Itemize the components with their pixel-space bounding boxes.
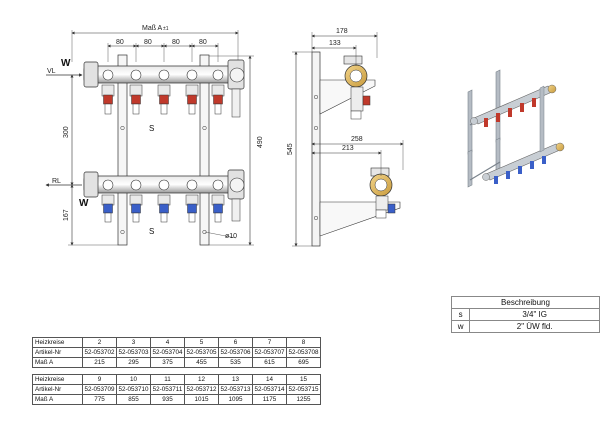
supply-manifold — [83, 59, 245, 118]
s-label-bottom: S — [149, 227, 154, 236]
table-cell: 52-053704 — [150, 347, 185, 358]
dim-545: 545 — [287, 143, 294, 155]
dim-300: 300 — [63, 126, 70, 138]
spacing-3: 80 — [172, 39, 180, 46]
table-cell: 12 — [184, 374, 219, 385]
table-cell: 695 — [286, 357, 321, 368]
row-header: Maß A — [32, 394, 83, 405]
table-cell: 935 — [150, 394, 185, 405]
dim-167: 167 — [63, 209, 70, 221]
legend-value: 3/4" IG — [469, 308, 600, 321]
table-cell: 52-053712 — [184, 384, 219, 395]
table-cell: 52-053713 — [218, 384, 253, 395]
table-cell: 295 — [116, 357, 151, 368]
side-upper-manifold — [343, 55, 371, 120]
dim-490: 490 — [257, 136, 264, 148]
table-cell: 375 — [150, 357, 185, 368]
table-cell: 4 — [150, 337, 185, 348]
table-cell: 8 — [286, 337, 321, 348]
table-cell: 1175 — [252, 394, 287, 405]
legend-key: w — [450, 320, 471, 333]
side-wall-rail — [311, 51, 321, 247]
table-cell: 10 — [116, 374, 151, 385]
dim-213: 213 — [342, 145, 354, 152]
legend-key: s — [450, 308, 471, 321]
table-row: Heizkreise 2 3 4 5 6 7 8 — [32, 337, 321, 348]
table-cell: 14 — [252, 374, 287, 385]
table-cell: 455 — [184, 357, 219, 368]
spec-table-1: Heizkreise 2 3 4 5 6 7 8 Artikel-Nr 52-0… — [32, 337, 321, 368]
front-view: Maß A ±1 80 80 80 80 — [45, 25, 264, 246]
spacing-4: 80 — [199, 39, 207, 46]
table-cell: 3 — [116, 337, 151, 348]
spacing-dims: 80 80 80 80 — [107, 39, 219, 62]
table-cell: 52-053705 — [184, 347, 219, 358]
table-row: Maß A 775 855 935 1015 1095 1175 1255 — [32, 394, 321, 405]
legend-table: Beschreibung s 3/4" IG w 2" ÜW fld. — [450, 296, 600, 333]
table-cell: 7 — [252, 337, 287, 348]
table-cell: 615 — [252, 357, 287, 368]
table-cell: 215 — [82, 357, 117, 368]
table-cell: 1255 — [286, 394, 321, 405]
table-cell: 52-053711 — [150, 384, 185, 395]
table-cell: 52-053710 — [116, 384, 151, 395]
dim-133: 133 — [329, 40, 341, 47]
table-cell: 1095 — [218, 394, 253, 405]
right-rail — [199, 54, 210, 246]
table-row: Artikel-Nr 52-053702 52-053703 52-053704… — [32, 347, 321, 358]
table-cell: 9 — [82, 374, 117, 385]
legend-value: 2" ÜW fld. — [469, 320, 600, 333]
table-cell: 13 — [218, 374, 253, 385]
table-cell: 2 — [82, 337, 117, 348]
table-cell: 52-053709 — [82, 384, 117, 395]
w-label-bottom: W — [79, 198, 89, 209]
table-cell: 855 — [116, 394, 151, 405]
rl-label: RL — [52, 178, 61, 185]
spacing-1: 80 — [116, 39, 124, 46]
isometric-view — [467, 69, 565, 188]
table-cell: 1015 — [184, 394, 219, 405]
return-manifold — [83, 169, 245, 223]
dim-178: 178 — [336, 28, 348, 35]
hole-dia: ø10 — [225, 233, 237, 240]
table-cell: 535 — [218, 357, 253, 368]
row-header: Heizkreise — [32, 374, 83, 385]
left-rail — [117, 54, 128, 246]
spec-table-2: Heizkreise 9 10 11 12 13 14 15 Artikel-N… — [32, 374, 321, 405]
table-cell: 52-053703 — [116, 347, 151, 358]
table-cell: 52-053715 — [286, 384, 321, 395]
table-cell: 52-053714 — [252, 384, 287, 395]
table-cell: 15 — [286, 374, 321, 385]
side-view: 178 133 258 213 545 — [287, 28, 404, 247]
w-label-top: W — [61, 58, 71, 69]
table-cell: 775 — [82, 394, 117, 405]
table-cell: 52-053706 — [218, 347, 253, 358]
table-row: Heizkreise 9 10 11 12 13 14 15 — [32, 374, 321, 385]
vl-label: VL — [47, 68, 56, 75]
legend-title: Beschreibung — [451, 296, 600, 309]
return-valves — [101, 194, 225, 223]
spacing-2: 80 — [144, 39, 152, 46]
table-cell: 52-053708 — [286, 347, 321, 358]
total-dim-suffix: ±1 — [163, 26, 169, 32]
table-cell: 6 — [218, 337, 253, 348]
table-cell: 11 — [150, 374, 185, 385]
s-label-top: S — [149, 124, 154, 133]
row-header: Artikel-Nr — [32, 384, 83, 395]
table-cell: 5 — [184, 337, 219, 348]
row-header: Heizkreise — [32, 337, 83, 348]
dim-258: 258 — [351, 136, 363, 143]
total-dim-label: Maß A — [142, 25, 163, 32]
supply-valves — [101, 84, 225, 115]
table-cell: 52-053702 — [82, 347, 117, 358]
table-row: Maß A 215 295 375 455 535 615 695 — [32, 357, 321, 368]
table-cell: 52-053707 — [252, 347, 287, 358]
row-header: Maß A — [32, 357, 83, 368]
table-row: Artikel-Nr 52-053709 52-053710 52-053711… — [32, 384, 321, 395]
row-header: Artikel-Nr — [32, 347, 83, 358]
